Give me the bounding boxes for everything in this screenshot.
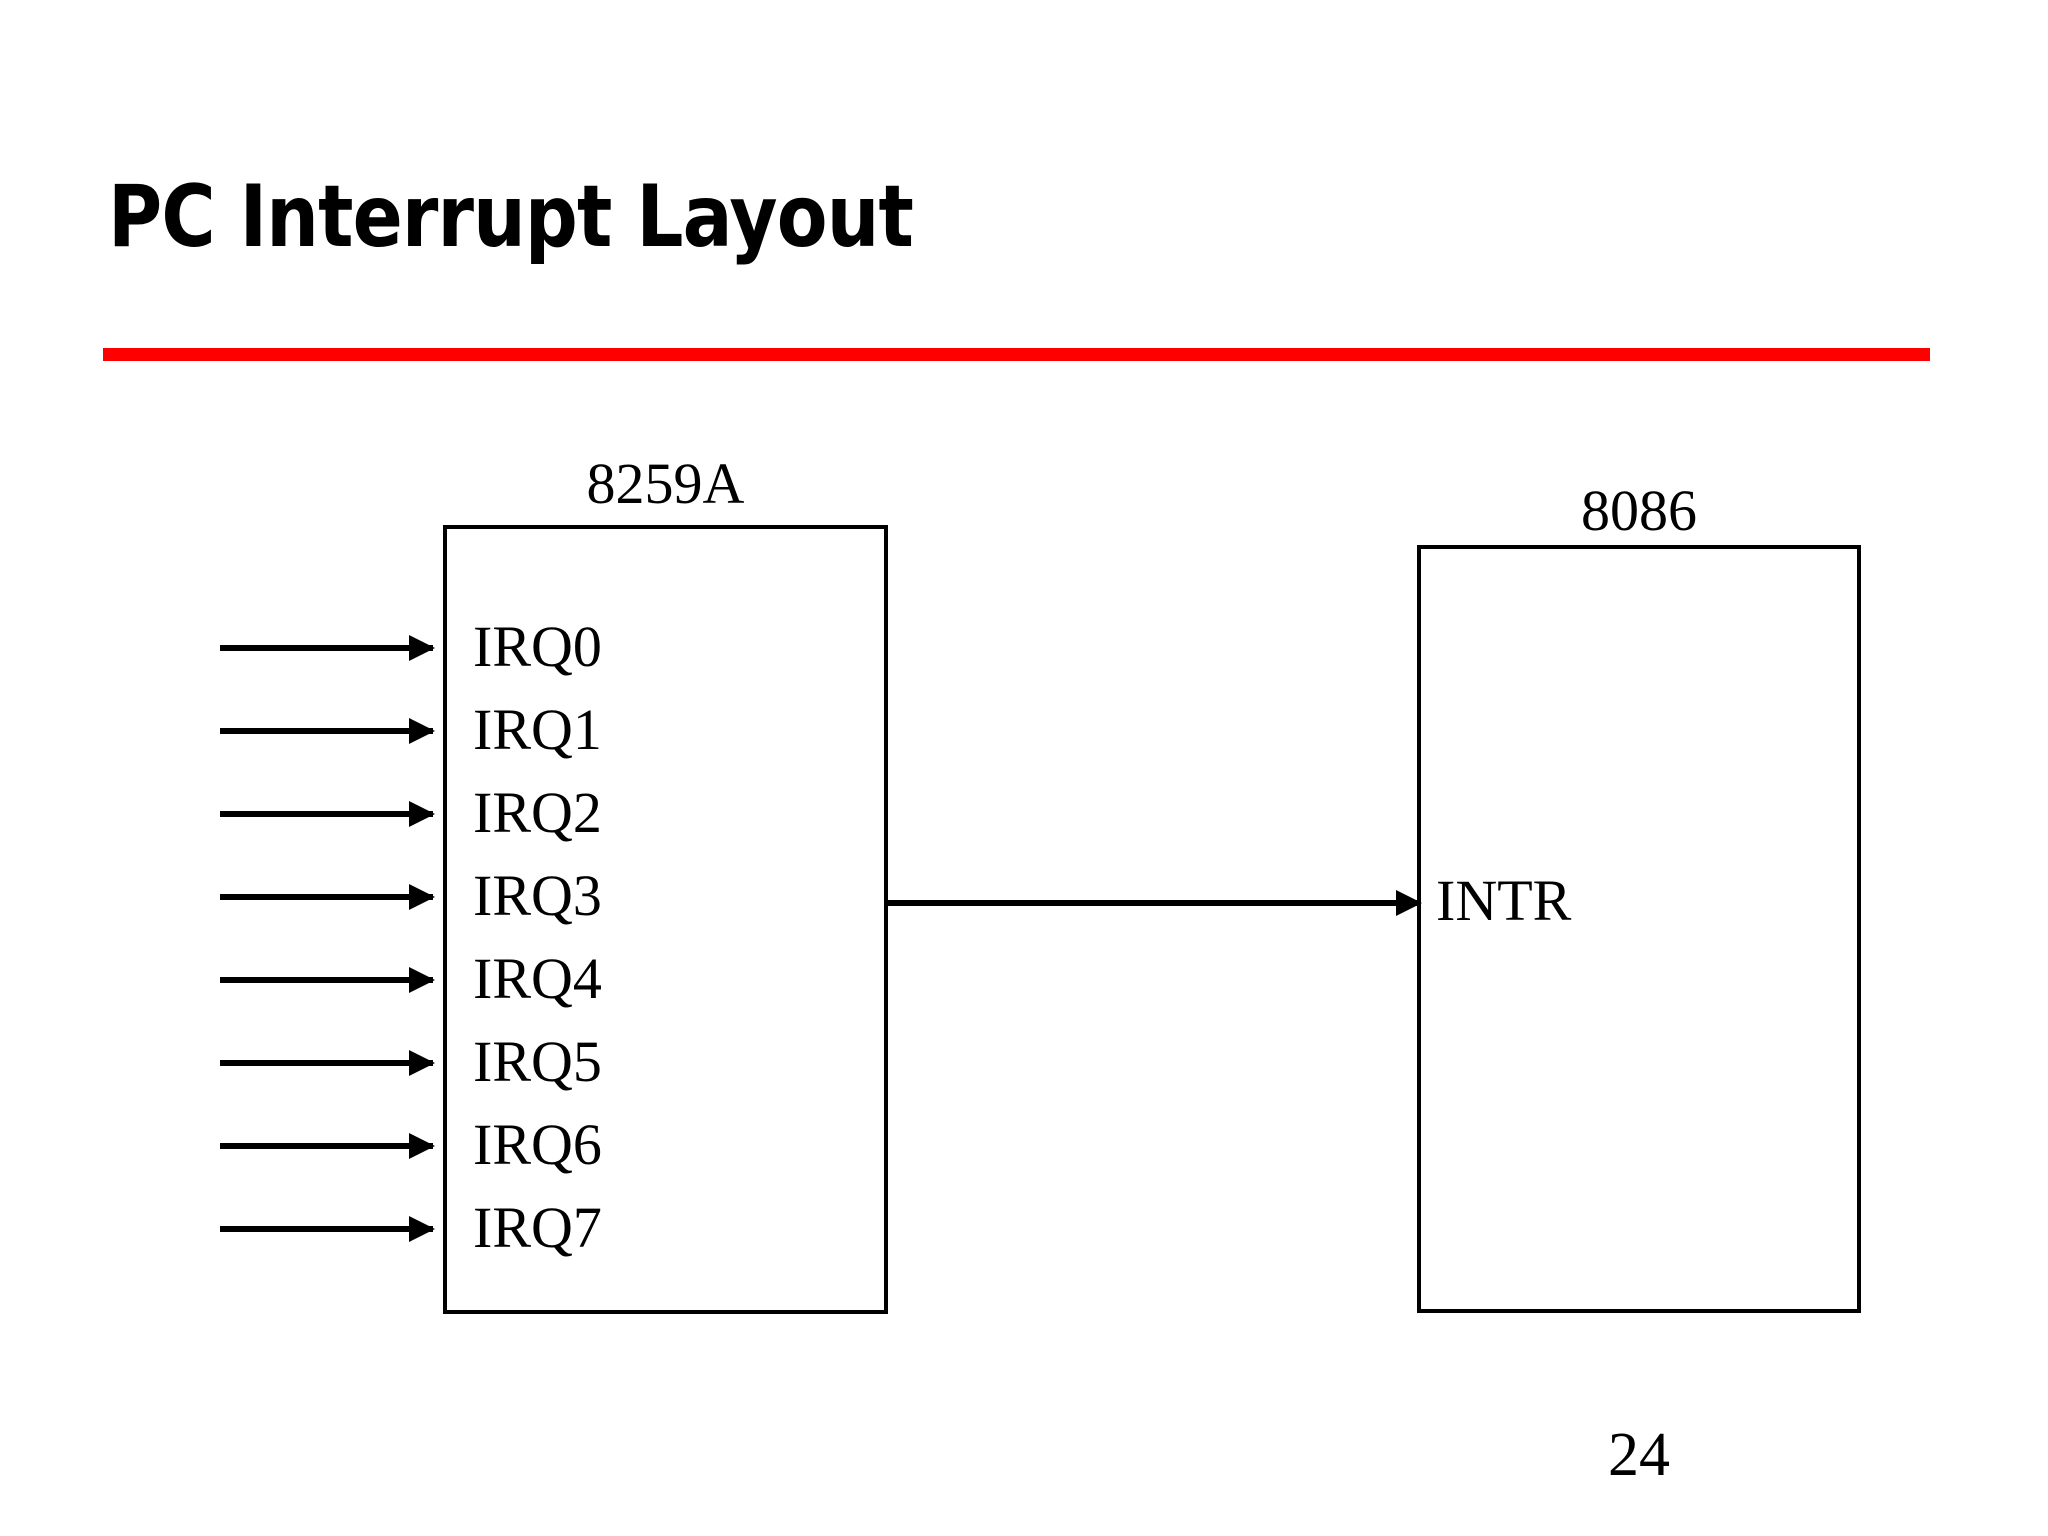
chip-label-8259a: 8259A: [586, 451, 745, 516]
port-label-irq6: IRQ6: [473, 1112, 602, 1177]
chip-box-8259a: [443, 525, 888, 1314]
port-label-irq4: IRQ4: [473, 946, 602, 1011]
irq6-input-arrow: [220, 1143, 433, 1149]
port-label-irq3: IRQ3: [473, 863, 602, 928]
irq0-input-arrow: [220, 645, 433, 651]
slide-page-number: 24: [1608, 1421, 1670, 1489]
port-label-irq5: IRQ5: [473, 1029, 602, 1094]
irq2-input-arrow: [220, 811, 433, 817]
intr-connection-arrow: [888, 900, 1420, 906]
port-label-irq2: IRQ2: [473, 780, 602, 845]
chip-label-8086: 8086: [1581, 478, 1697, 543]
port-label-irq7: IRQ7: [473, 1195, 602, 1260]
port-label-irq1: IRQ1: [473, 697, 602, 762]
irq4-input-arrow: [220, 977, 433, 983]
irq7-input-arrow: [220, 1226, 433, 1232]
irq3-input-arrow: [220, 894, 433, 900]
irq5-input-arrow: [220, 1060, 433, 1066]
port-label-irq0: IRQ0: [473, 614, 602, 679]
irq1-input-arrow: [220, 728, 433, 734]
title-underline-rule: [103, 348, 1930, 361]
page-title: PC Interrupt Layout: [108, 167, 914, 267]
port-label-intr: INTR: [1436, 868, 1572, 933]
chip-box-8086: [1417, 545, 1861, 1313]
